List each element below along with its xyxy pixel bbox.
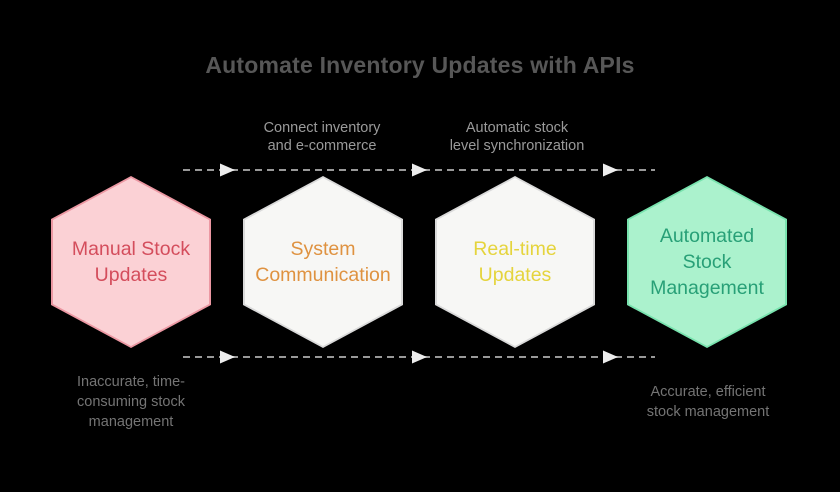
node-label-line: Management [650,277,764,299]
hexagon-node-manual-stock-updates: Manual Stock Updates [51,176,211,348]
node-label-line: Real-time [473,238,557,260]
flow-connector-top [183,163,655,177]
annotation-line: Inaccurate, time- [77,374,185,390]
annotation-line: Connect inventory [263,120,381,136]
node-label-line: Updates [478,264,552,286]
arrowhead-icon [412,163,427,177]
hexagon-border: Real-time Updates [435,176,595,348]
node-label: Automated Stock Management [650,223,764,301]
annotation-line: level synchronization [449,138,585,154]
node-label-line: Stock [682,251,732,273]
hexagon-fill: System Communication [245,178,401,346]
diagram-title: Automate Inventory Updates with APIs [205,52,635,78]
annotation-inaccurate-management: Inaccurate, time- consuming stock manage… [21,372,241,432]
annotation-line: stock management [646,404,770,420]
annotation-line: management [88,414,174,430]
arrowhead-icon [220,163,235,177]
hexagon-border: Automated Stock Management [627,176,787,348]
annotation-stock-synchronization: Automatic stock level synchronization [407,119,627,155]
node-label-line: System [290,238,356,260]
node-label-line: Automated [659,225,755,247]
hexagon-node-real-time-updates: Real-time Updates [435,176,595,348]
hexagon-node-automated-stock-management: Automated Stock Management [627,176,787,348]
annotation-line: and e-commerce [267,138,377,154]
arrowhead-icon [603,163,618,177]
arrowhead-icon [220,350,235,364]
annotation-connect-inventory: Connect inventory and e-commerce [212,119,432,155]
annotation-line: consuming stock [77,394,185,410]
arrowhead-icon [603,350,618,364]
node-label: Real-time Updates [473,236,556,288]
node-label-line: Updates [94,264,168,286]
hexagon-fill: Manual Stock Updates [53,178,209,346]
node-label-line: Communication [255,264,391,286]
annotation-accurate-management: Accurate, efficient stock management [598,382,818,422]
annotation-line: Accurate, efficient [650,384,766,400]
hexagon-border: Manual Stock Updates [51,176,211,348]
hexagon-node-system-communication: System Communication [243,176,403,348]
hexagon-border: System Communication [243,176,403,348]
node-label: Manual Stock Updates [72,236,190,288]
hexagon-fill: Real-time Updates [437,178,593,346]
arrowhead-icon [412,350,427,364]
flow-connector-bottom [183,350,655,364]
node-label: System Communication [255,236,390,288]
hexagon-fill: Automated Stock Management [629,178,785,346]
node-label-line: Manual Stock [71,238,191,260]
annotation-line: Automatic stock [465,120,569,136]
